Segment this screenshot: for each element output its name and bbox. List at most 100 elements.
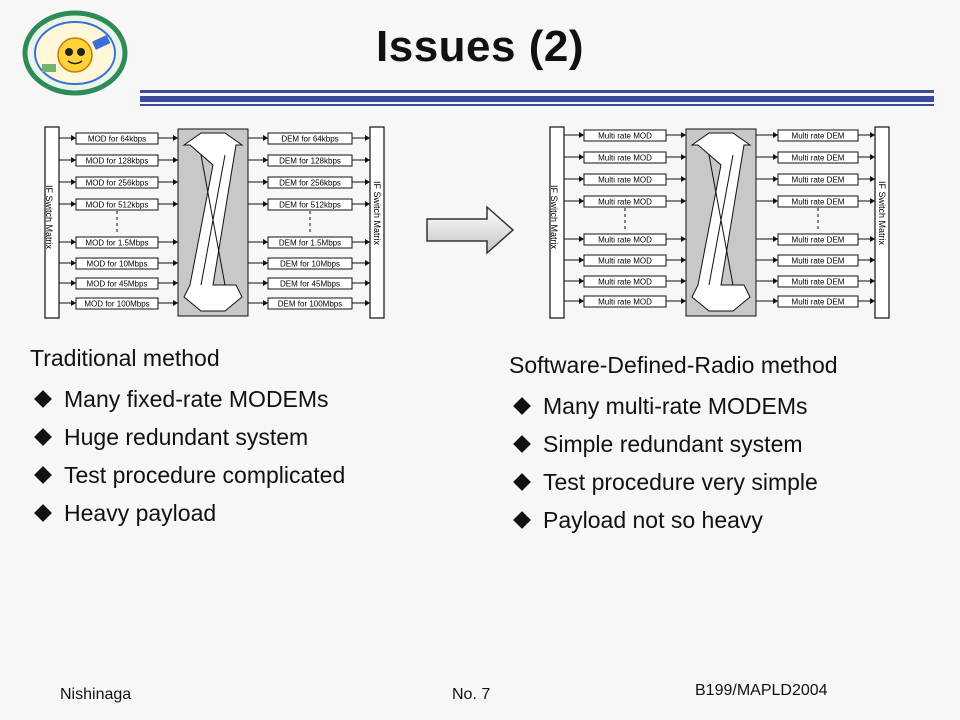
list-item-text: Simple redundant system — [543, 431, 803, 457]
switch-matrix-label: IF Switch Matrix — [549, 185, 559, 250]
list-item: Many multi-rate MODEMs — [509, 387, 838, 425]
modulator-column: MOD for 64kbps MOD for 128kbps MOD for 2… — [59, 132, 178, 310]
title-rule — [140, 104, 934, 106]
demodulator-label: DEM for 256kbps — [279, 179, 341, 188]
demodulator-label: DEM for 10Mbps — [280, 260, 340, 269]
modulator-label: Multi rate MOD — [598, 198, 652, 207]
title-rule — [140, 90, 934, 93]
modulator-label: Multi rate MOD — [598, 132, 652, 141]
modem-row: Multi rate MOD — [564, 233, 686, 246]
modulator-label: Multi rate MOD — [598, 257, 652, 266]
modem-row: MOD for 100Mbps — [59, 297, 178, 310]
demodulator-label: Multi rate DEM — [792, 154, 845, 163]
modem-row: Multi rate MOD — [564, 173, 686, 186]
modulator-label: MOD for 128kbps — [86, 157, 149, 166]
modem-row: Multi rate DEM — [756, 195, 875, 208]
list-item-text: Many fixed-rate MODEMs — [64, 386, 329, 412]
modem-row: Multi rate MOD — [564, 295, 686, 308]
traditional-modem-diagram: IF Switch Matrix IF Switch Matrix MOD fo… — [44, 126, 385, 319]
slide-title: Issues (2) — [376, 22, 584, 71]
list-item: Test procedure complicated — [30, 456, 345, 494]
modem-row: MOD for 512kbps — [59, 198, 178, 211]
demodulator-label: Multi rate DEM — [792, 278, 845, 287]
if-switch-matrix-panel — [44, 126, 60, 319]
if-switch-matrix-panel — [369, 126, 385, 319]
modulator-label: Multi rate MOD — [598, 236, 652, 245]
modulator-label: Multi rate MOD — [598, 176, 652, 185]
modem-row: MOD for 64kbps — [59, 132, 178, 145]
modem-row: Multi rate MOD — [564, 129, 686, 142]
modulator-label: Multi rate MOD — [598, 154, 652, 163]
list-item-text: Heavy payload — [64, 500, 217, 526]
demodulator-label: Multi rate DEM — [792, 236, 845, 245]
list-item-text: Huge redundant system — [64, 424, 309, 450]
demodulator-label: DEM for 128kbps — [279, 157, 341, 166]
modulator-label: MOD for 100Mbps — [84, 300, 149, 309]
modem-row: DEM for 512kbps — [248, 198, 370, 211]
modem-row: Multi rate DEM — [756, 275, 875, 288]
switch-matrix-label: IF Switch Matrix — [877, 181, 887, 246]
modem-row: MOD for 45Mbps — [59, 277, 178, 290]
sdr-modem-diagram: IF Switch Matrix IF Switch Matrix Multi … — [549, 126, 890, 319]
right-arrow-icon — [426, 205, 515, 255]
modem-row: DEM for 10Mbps — [248, 257, 370, 270]
modulator-column: Multi rate MOD Multi rate MOD Multi rate… — [564, 129, 686, 308]
traditional-method-section: Traditional method Many fixed-rate MODEM… — [30, 342, 345, 532]
diamond-bullet-icon — [513, 511, 531, 529]
diamond-bullet-icon — [513, 435, 531, 453]
diamond-bullet-icon — [34, 466, 52, 484]
modem-row: DEM for 128kbps — [248, 154, 370, 167]
modem-row: MOD for 1.5Mbps — [59, 236, 178, 249]
modem-row: MOD for 128kbps — [59, 154, 178, 167]
modem-row: Multi rate MOD — [564, 254, 686, 267]
modem-row: DEM for 64kbps — [248, 132, 370, 145]
demodulator-label: DEM for 100Mbps — [278, 300, 342, 309]
modem-row: DEM for 45Mbps — [248, 277, 370, 290]
switch-fabric — [177, 128, 249, 317]
demodulator-label: DEM for 45Mbps — [280, 280, 340, 289]
list-item: Payload not so heavy — [509, 501, 838, 539]
demodulator-column: Multi rate DEM Multi rate DEM Multi rate… — [756, 129, 875, 308]
section-heading: Software-Defined-Radio method — [509, 352, 838, 378]
demodulator-label: Multi rate DEM — [792, 132, 845, 141]
modem-row: Multi rate DEM — [756, 173, 875, 186]
sdr-method-section: Software-Defined-Radio method Many multi… — [509, 349, 838, 539]
demodulator-label: Multi rate DEM — [792, 176, 845, 185]
switch-matrix-label: IF Switch Matrix — [372, 181, 382, 246]
footer-author: Nishinaga — [60, 686, 132, 703]
modulator-label: MOD for 10Mbps — [87, 260, 148, 269]
modulator-label: Multi rate MOD — [598, 298, 652, 307]
switch-fabric — [685, 128, 757, 317]
modem-row: Multi rate DEM — [756, 129, 875, 142]
modem-row: MOD for 10Mbps — [59, 257, 178, 270]
list-item: Many fixed-rate MODEMs — [30, 380, 345, 418]
modulator-label: MOD for 1.5Mbps — [85, 239, 148, 248]
list-item-text: Many multi-rate MODEMs — [543, 393, 808, 419]
modem-row: MOD for 256kbps — [59, 176, 178, 189]
list-item: Heavy payload — [30, 494, 345, 532]
modulator-label: MOD for 64kbps — [88, 135, 146, 144]
modem-row: Multi rate MOD — [564, 151, 686, 164]
diamond-bullet-icon — [513, 397, 531, 415]
if-switch-matrix-panel — [549, 126, 565, 319]
modem-row: DEM for 100Mbps — [248, 297, 370, 310]
title-rule — [140, 96, 934, 102]
modem-row: Multi rate MOD — [564, 195, 686, 208]
list-item-text: Test procedure very simple — [543, 469, 818, 495]
modulator-label: MOD for 256kbps — [86, 179, 149, 188]
modem-row: DEM for 256kbps — [248, 176, 370, 189]
modem-row: Multi rate DEM — [756, 151, 875, 164]
footer-page-number: No. 7 — [452, 686, 491, 703]
modem-row: DEM for 1.5Mbps — [248, 236, 370, 249]
diamond-bullet-icon — [34, 390, 52, 408]
list-item-text: Payload not so heavy — [543, 507, 763, 533]
modulator-label: Multi rate MOD — [598, 278, 652, 287]
switch-matrix-label: IF Switch Matrix — [44, 185, 54, 250]
footer-reference: B199/MAPLD2004 — [695, 682, 828, 699]
modulator-label: MOD for 45Mbps — [87, 280, 148, 289]
demodulator-label: Multi rate DEM — [792, 257, 845, 266]
diamond-bullet-icon — [34, 428, 52, 446]
demodulator-label: DEM for 512kbps — [279, 201, 341, 210]
demodulator-label: DEM for 64kbps — [281, 135, 338, 144]
bullet-list: Many multi-rate MODEMs Simple redundant … — [509, 387, 838, 539]
